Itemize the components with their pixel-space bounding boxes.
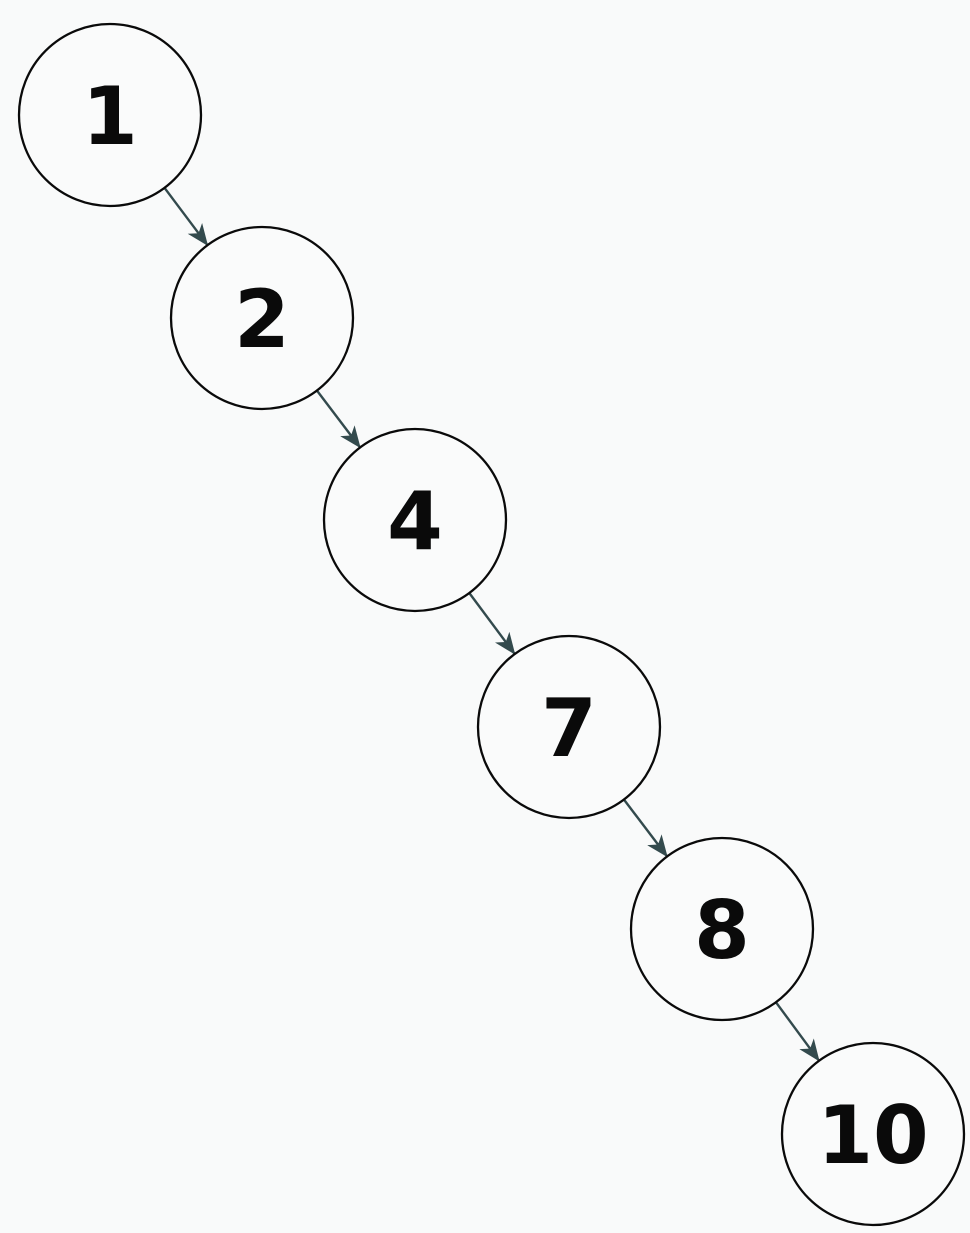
graph-node-10: 10: [780, 1041, 966, 1227]
graph-node-7: 7: [476, 634, 662, 820]
node-circle: [17, 22, 203, 208]
node-circle: [780, 1041, 966, 1227]
node-label: 8: [694, 884, 750, 977]
node-label: 2: [234, 273, 290, 366]
node-label: 10: [817, 1089, 928, 1182]
graph-node-8: 8: [629, 836, 815, 1022]
graph-node-2: 2: [169, 225, 355, 411]
node-label: 7: [541, 682, 597, 775]
node-label: 1: [82, 70, 138, 163]
edge-4-7: [468, 592, 516, 655]
node-circle: [476, 634, 662, 820]
node-circle: [169, 225, 355, 411]
graph-node-4: 4: [322, 427, 508, 613]
node-circle: [629, 836, 815, 1022]
edge-2-4: [315, 389, 362, 449]
edge-1-2: [163, 187, 209, 247]
edge-8-10: [775, 1001, 820, 1062]
graph-node-1: 1: [17, 22, 203, 208]
node-circle: [322, 427, 508, 613]
edge-7-8: [622, 798, 669, 858]
node-label: 4: [387, 475, 443, 568]
